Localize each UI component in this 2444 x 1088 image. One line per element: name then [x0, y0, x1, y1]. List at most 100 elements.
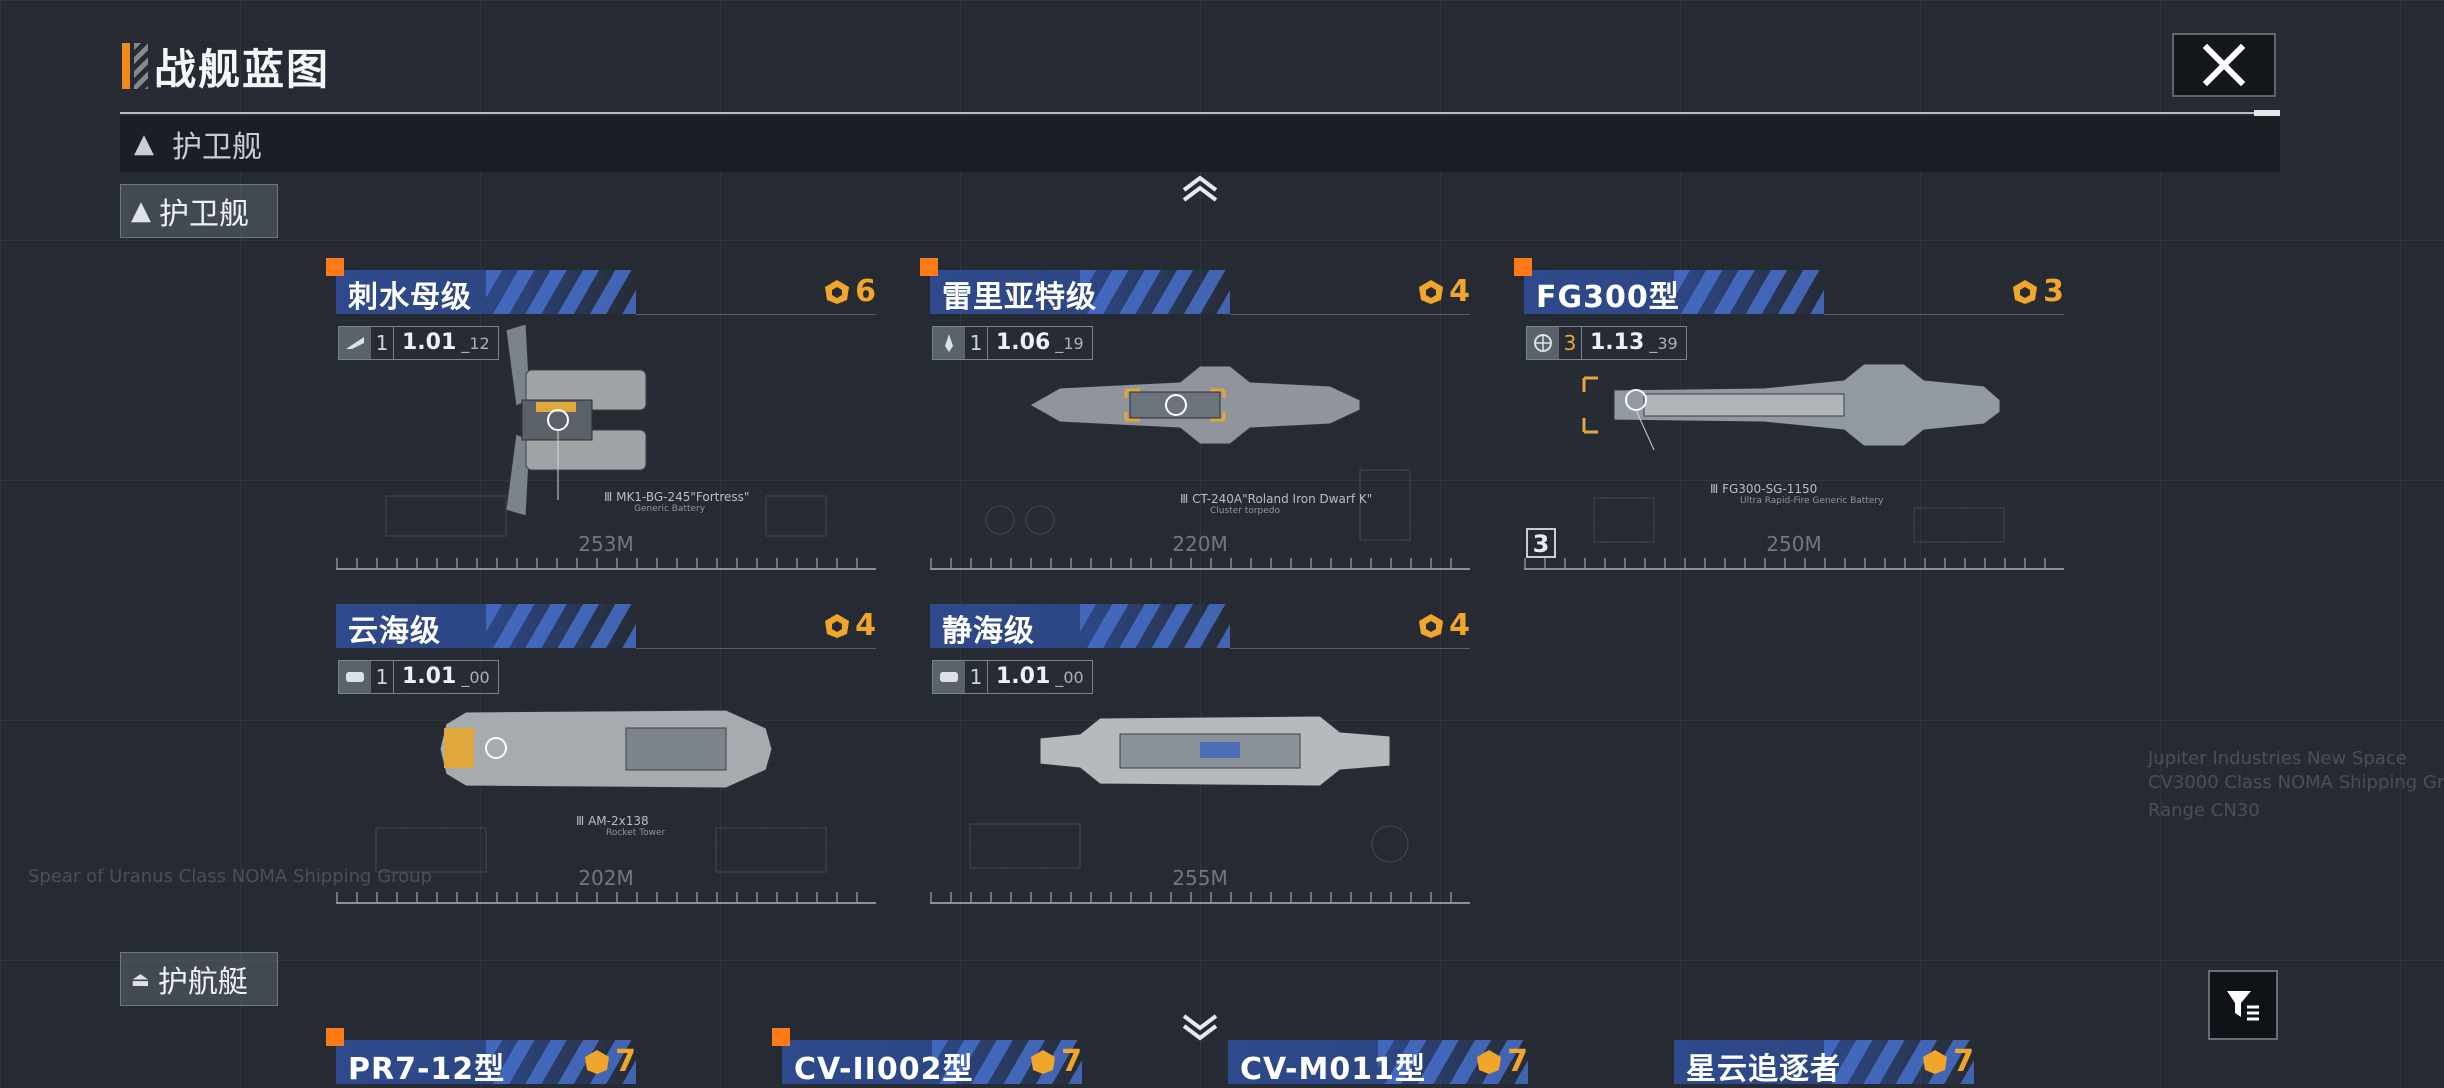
- rank-emblem-icon: [1419, 279, 1444, 304]
- rank-emblem-icon: [825, 279, 850, 304]
- weapon-label: Ⅲ AM-2x138 Rocket Tower: [576, 814, 665, 838]
- header-divider: [120, 112, 2280, 114]
- name-band: [1674, 1040, 1974, 1084]
- category-bar[interactable]: ▲ 护卫舰: [120, 116, 2280, 172]
- name-band: [336, 604, 636, 648]
- title-accent: [122, 43, 130, 89]
- name-band-line: [1230, 648, 1470, 649]
- ship-card-4[interactable]: 云海级 4 1 1.01 _00 Ⅲ AM-2x138 Rocket Tower…: [336, 604, 876, 904]
- chevron-up-icon[interactable]: [1178, 174, 1222, 204]
- name-band: [930, 270, 1230, 314]
- rank-value: 4: [855, 608, 876, 643]
- weapon-type: Ultra Rapid-Fire Generic Battery: [1740, 496, 1884, 506]
- ruler: [336, 568, 876, 570]
- ship-length: 255M: [1172, 866, 1228, 890]
- side-tab-frigate[interactable]: ▲ 护卫舰: [120, 184, 278, 238]
- stats-box: 3 1.13 _39: [1526, 326, 1687, 360]
- globe-icon: [1527, 327, 1559, 359]
- triangle-icon: ▲: [131, 196, 151, 226]
- rank-value: 4: [1449, 274, 1470, 309]
- weapon-name: Ⅲ FG300-SG-1150: [1710, 482, 1818, 496]
- version-sub: 19: [1063, 334, 1084, 353]
- rank-value: 7: [615, 1044, 636, 1079]
- ruler: [930, 568, 1470, 570]
- class-icon: [339, 661, 371, 693]
- rank-emblem-icon: [1923, 1049, 1948, 1074]
- weapon-label: Ⅲ FG300-SG-1150 Ultra Rapid-Fire Generic…: [1710, 482, 1883, 506]
- ship-card-5[interactable]: 静海级 4 1 1.01 _00 255M: [930, 604, 1470, 904]
- tier: 1: [965, 327, 988, 359]
- ruler-ticks: [336, 558, 876, 568]
- version-main: 1.06: [996, 330, 1051, 355]
- weapon-name: Ⅲ MK1-BG-245"Fortress": [604, 490, 750, 504]
- close-button[interactable]: [2172, 33, 2276, 97]
- rank: 7: [1921, 1044, 1974, 1079]
- version-main: 1.13: [1590, 330, 1645, 355]
- side-tab-label: 护卫舰: [159, 197, 249, 232]
- rank: 4: [1417, 274, 1470, 309]
- escort-icon: ⏏: [131, 967, 150, 991]
- tier: 1: [371, 327, 394, 359]
- rank-value: 6: [855, 274, 876, 309]
- stats-box: 1 1.01 _12: [338, 326, 499, 360]
- name-band: [930, 604, 1230, 648]
- rank: 7: [1029, 1044, 1082, 1079]
- name-band-line: [636, 314, 876, 315]
- ruler-ticks: [930, 892, 1470, 902]
- header-divider-end: [2254, 110, 2280, 116]
- ruler: [930, 902, 1470, 904]
- weapon-name: Ⅲ AM-2x138: [576, 814, 649, 828]
- ship-card-partial-2[interactable]: CV-II002型 7: [782, 1040, 1082, 1087]
- weapon-label: Ⅲ CT-240A"Roland Iron Dwarf K" Cluster t…: [1180, 492, 1372, 516]
- ship-length: 202M: [578, 866, 634, 890]
- weapon-type: Rocket Tower: [606, 828, 666, 838]
- rank: 3: [2011, 274, 2064, 309]
- blueprint-lines: [969, 823, 1409, 869]
- name-band: [336, 270, 636, 314]
- bg-text-right-2: CV3000 Class NOMA Shipping Gr: [2148, 772, 2444, 793]
- version-main: 1.01: [402, 330, 457, 355]
- tier: 1: [965, 661, 988, 693]
- side-tab-label: 护航艇: [157, 965, 248, 1000]
- name-band-line: [636, 648, 876, 649]
- blueprint-lines: [985, 469, 1411, 541]
- version: 1.06 _19: [996, 330, 1084, 355]
- weapon-type: Cluster torpedo: [1210, 506, 1281, 516]
- rank: 7: [1475, 1044, 1528, 1079]
- ship-name: 静海级: [942, 614, 1035, 649]
- page-header: 战舰蓝图: [122, 40, 330, 94]
- new-marker: [920, 258, 938, 276]
- version-sub: 00: [469, 668, 490, 687]
- class-icon: [933, 661, 965, 693]
- new-marker: [1514, 258, 1532, 276]
- ship-image: [1582, 363, 2001, 451]
- rank: 7: [583, 1044, 636, 1079]
- weapon-label: Ⅲ MK1-BG-245"Fortress" Generic Battery: [604, 490, 749, 514]
- ship-name: FG300型: [1536, 280, 1680, 315]
- version: 1.01 _12: [402, 330, 490, 355]
- ship-card-1[interactable]: 刺水母级 6 1 1.01 _12 Ⅲ MK1-BG-245"Fortress"…: [326, 258, 876, 570]
- weapon-name: Ⅲ CT-240A"Roland Iron Dwarf K": [1180, 492, 1373, 506]
- rank: 6: [823, 274, 876, 309]
- chevron-down-icon[interactable]: [1178, 1012, 1222, 1042]
- ship-name: 星云追逐者: [1686, 1052, 1841, 1087]
- version: 1.01 _00: [996, 664, 1084, 689]
- name-band-line: [1824, 314, 2064, 315]
- rank-emblem-icon: [1477, 1049, 1502, 1074]
- ship-card-partial-1[interactable]: PR7-12型 7: [336, 1040, 636, 1087]
- ship-card-partial-3[interactable]: CV-M011型 7: [1228, 1040, 1528, 1087]
- ship-card-3[interactable]: FG300型 3 3 1.13 _39 Ⅲ FG300-SG-1150 Ultr…: [1514, 258, 2064, 570]
- ship-image: [1028, 365, 1361, 445]
- new-marker: [326, 1028, 344, 1046]
- filter-button[interactable]: [2208, 970, 2278, 1040]
- new-marker: [772, 1028, 790, 1046]
- triangle-icon: ▲: [134, 129, 154, 159]
- rank-value: 4: [1449, 608, 1470, 643]
- ship-card-2[interactable]: 雷里亚特级 4 1 1.06 _19 Ⅲ CT-240A"Roland Iron…: [920, 258, 1470, 570]
- ship-card-partial-4[interactable]: 星云追逐者 7: [1674, 1040, 1974, 1087]
- side-tab-escort[interactable]: ⏏ 护航艇: [120, 952, 278, 1006]
- stats-box: 1 1.01 _00: [932, 660, 1093, 694]
- title-stripe: [134, 43, 148, 89]
- filter-icon: [2227, 991, 2259, 1021]
- version: 1.13 _39: [1590, 330, 1678, 355]
